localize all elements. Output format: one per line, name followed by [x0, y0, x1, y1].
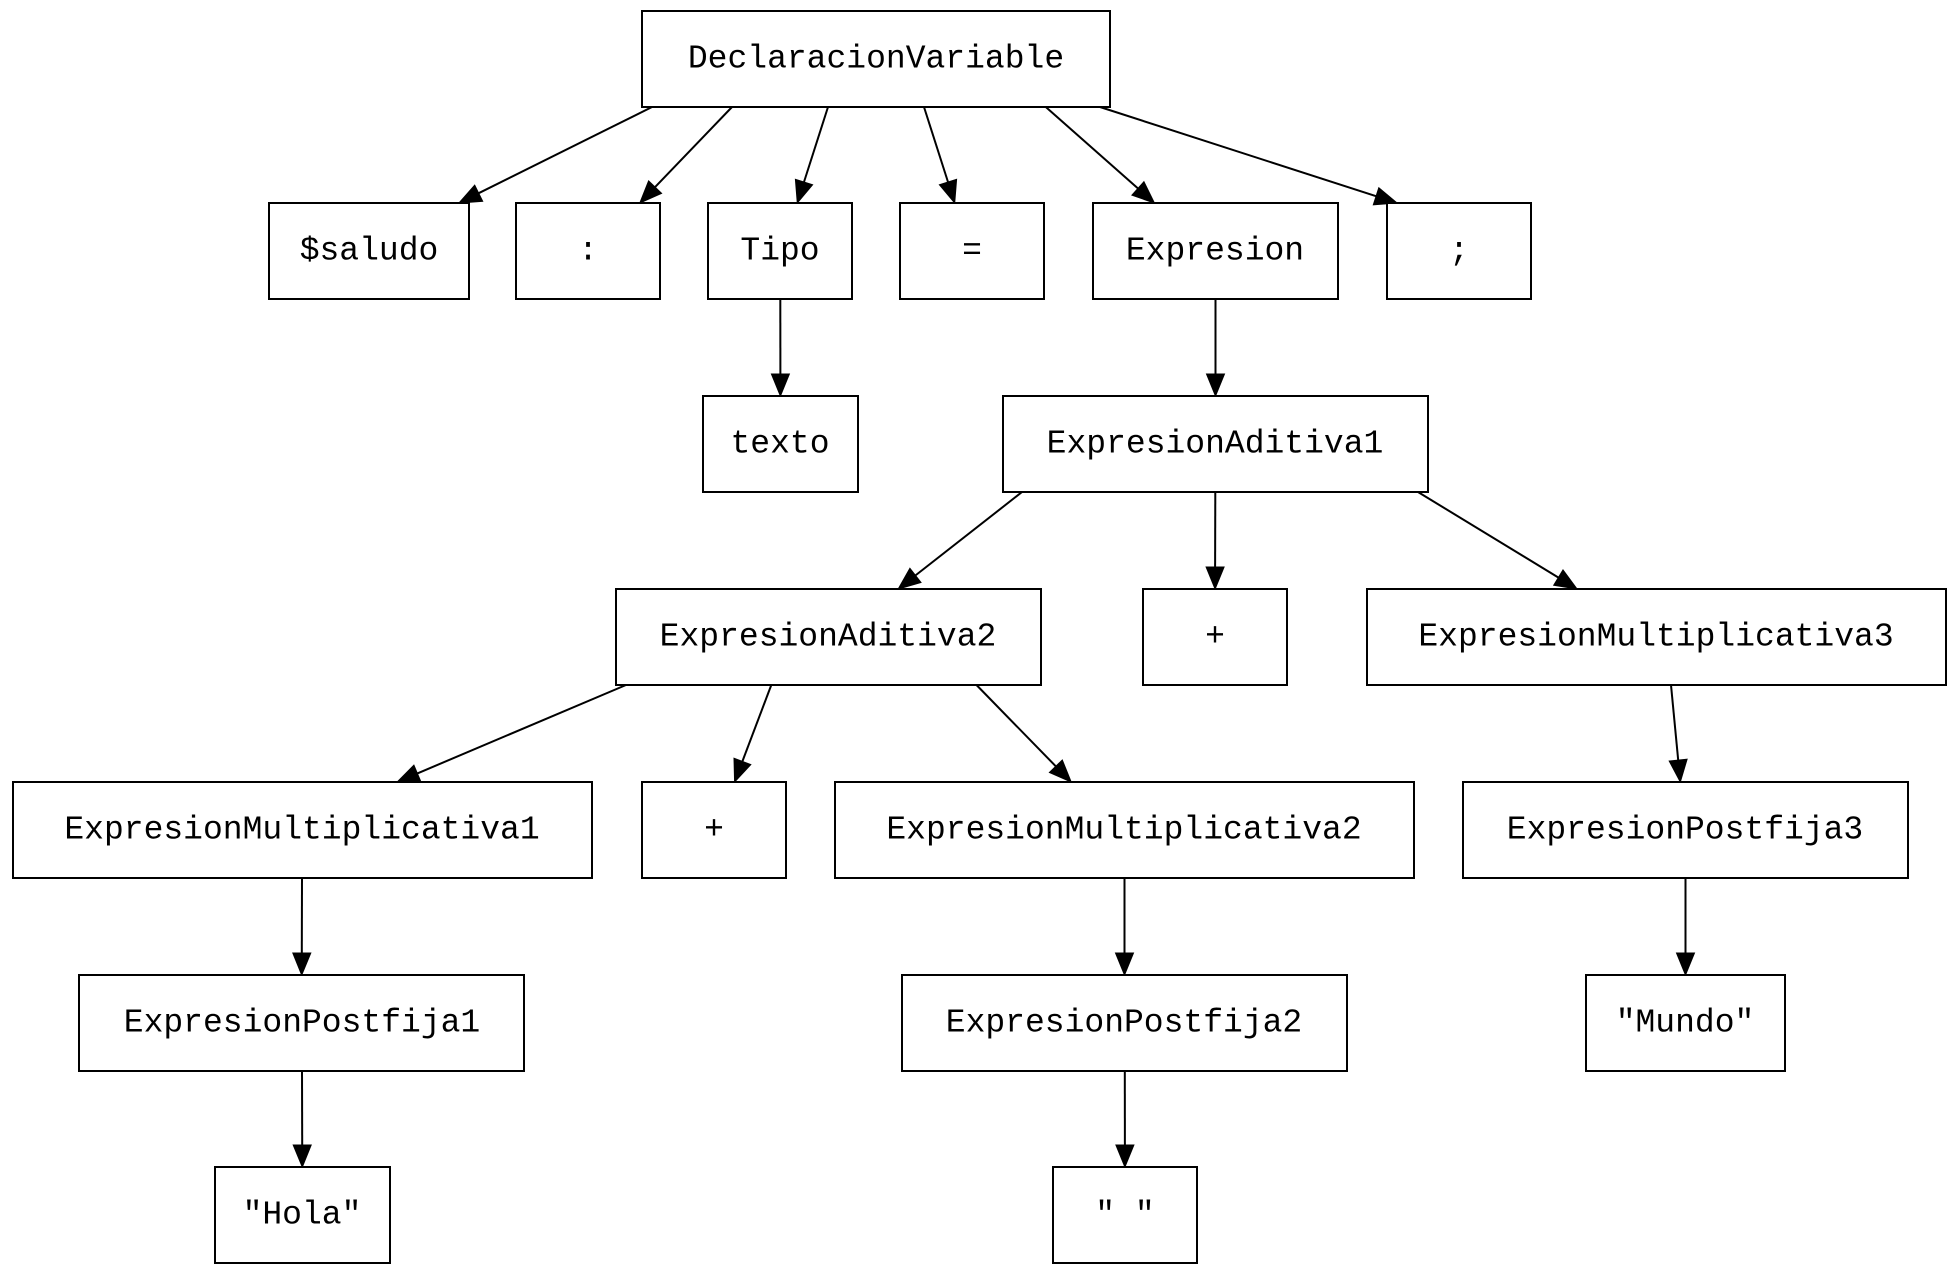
node-hola: "Hola": [214, 1166, 391, 1264]
node-expresion-postfija3: ExpresionPostfija3: [1462, 781, 1909, 879]
nodes-layer: DeclaracionVariable $saludo : Tipo = Exp…: [12, 10, 1947, 1264]
node-saludo: $saludo: [268, 202, 470, 300]
arrowhead-postfija3-to-mundo: [1675, 952, 1696, 977]
node-texto: texto: [702, 395, 859, 493]
node-expresion-postfija1: ExpresionPostfija1: [78, 974, 525, 1072]
node-tipo-label: Tipo: [740, 233, 819, 270]
node-plus-2: +: [641, 781, 787, 879]
arrowhead-declaracion-to-saludo: [457, 184, 484, 204]
node-expresion-multiplicativa1-label: ExpresionMultiplicativa1: [64, 812, 539, 849]
node-expresion-aditiva1: ExpresionAditiva1: [1002, 395, 1429, 493]
arrowhead-tipo-to-texto: [770, 373, 791, 398]
node-expresion: Expresion: [1092, 202, 1339, 300]
node-equals-label: =: [962, 233, 982, 270]
node-expresion-multiplicativa1: ExpresionMultiplicativa1: [12, 781, 593, 879]
node-equals: =: [899, 202, 1045, 300]
arrowhead-expresion-to-aditiva1: [1205, 373, 1226, 398]
arrowhead-declaracion-to-tipo: [794, 178, 814, 205]
node-semicolon-label: ;: [1449, 233, 1469, 270]
node-mundo: "Mundo": [1585, 974, 1786, 1072]
node-hola-label: "Hola": [243, 1197, 362, 1234]
arrowhead-multiplicativa2-to-postfija2: [1114, 952, 1135, 977]
node-texto-label: texto: [730, 426, 829, 463]
arrowhead-aditiva1-to-multiplicativa3: [1552, 569, 1579, 590]
edge-aditiva2-to-multiplicativa1: [417, 684, 627, 775]
node-semicolon: ;: [1386, 202, 1532, 300]
edge-aditiva2-to-multiplicativa2: [975, 684, 1057, 767]
arrowhead-postfija2-to-space: [1115, 1144, 1135, 1169]
arrowhead-aditiva1-to-aditiva2: [897, 567, 922, 590]
node-expresion-multiplicativa3-label: ExpresionMultiplicativa3: [1418, 619, 1893, 656]
node-colon-label: :: [578, 233, 598, 270]
edge-declaracion-to-tipo: [803, 106, 829, 183]
node-expresion-aditiva2-label: ExpresionAditiva2: [660, 619, 997, 656]
arrowhead-aditiva2-to-multiplicativa1: [395, 764, 422, 783]
arrowhead-aditiva1-to-plus1: [1205, 566, 1225, 591]
node-plus-1-label: +: [1205, 619, 1225, 656]
node-plus-1: +: [1142, 588, 1288, 686]
edge-declaracion-to-semicolon: [1099, 106, 1377, 198]
arrowhead-aditiva2-to-plus2: [733, 757, 752, 784]
node-expresion-multiplicativa3: ExpresionMultiplicativa3: [1366, 588, 1947, 686]
node-expresion-postfija2: ExpresionPostfija2: [901, 974, 1348, 1072]
arrowhead-postfija1-to-hola: [292, 1144, 312, 1169]
node-expresion-postfija2-label: ExpresionPostfija2: [946, 1005, 1302, 1042]
edge-aditiva1-to-multiplicativa3: [1417, 491, 1559, 579]
edge-aditiva2-to-plus2: [741, 684, 773, 762]
node-declaracion-variable: DeclaracionVariable: [641, 10, 1111, 108]
edge-declaracion-to-equals: [923, 106, 949, 183]
node-expresion-multiplicativa2: ExpresionMultiplicativa2: [834, 781, 1415, 879]
arrowhead-declaracion-to-equals: [938, 178, 958, 205]
node-declaracion-variable-label: DeclaracionVariable: [688, 41, 1064, 78]
edge-declaracion-to-expresion: [1045, 106, 1139, 190]
edge-declaracion-to-saludo: [478, 106, 653, 195]
node-tipo: Tipo: [707, 202, 853, 300]
arrowhead-declaracion-to-expresion: [1131, 180, 1156, 204]
arrowhead-multiplicativa1-to-postfija1: [292, 952, 312, 977]
node-mundo-label: "Mundo": [1616, 1005, 1755, 1042]
edges-layer: [300, 106, 1687, 1146]
arrowhead-aditiva2-to-multiplicativa2: [1048, 759, 1073, 783]
node-plus-2-label: +: [704, 812, 724, 849]
edge-declaracion-to-colon: [654, 106, 733, 188]
node-expresion-multiplicativa2-label: ExpresionMultiplicativa2: [886, 812, 1361, 849]
node-expresion-aditiva1-label: ExpresionAditiva1: [1047, 426, 1384, 463]
node-expresion-aditiva2: ExpresionAditiva2: [615, 588, 1042, 686]
edge-multiplicativa3-to-postfija3: [1670, 684, 1680, 761]
node-colon: :: [515, 202, 661, 300]
arrowhead-declaracion-to-colon: [638, 180, 663, 204]
arrowhead-multiplicativa3-to-postfija3: [1668, 758, 1688, 784]
node-space-string-label: " ": [1095, 1197, 1154, 1234]
node-expresion-postfija3-label: ExpresionPostfija3: [1507, 812, 1863, 849]
arrowheads-layer: [292, 178, 1696, 1169]
node-expresion-label: Expresion: [1126, 233, 1304, 270]
node-space-string: " ": [1052, 1166, 1198, 1264]
node-expresion-postfija1-label: ExpresionPostfija1: [124, 1005, 480, 1042]
node-saludo-label: $saludo: [300, 233, 439, 270]
edge-aditiva1-to-aditiva2: [914, 491, 1023, 577]
arrowhead-declaracion-to-semicolon: [1372, 186, 1399, 206]
